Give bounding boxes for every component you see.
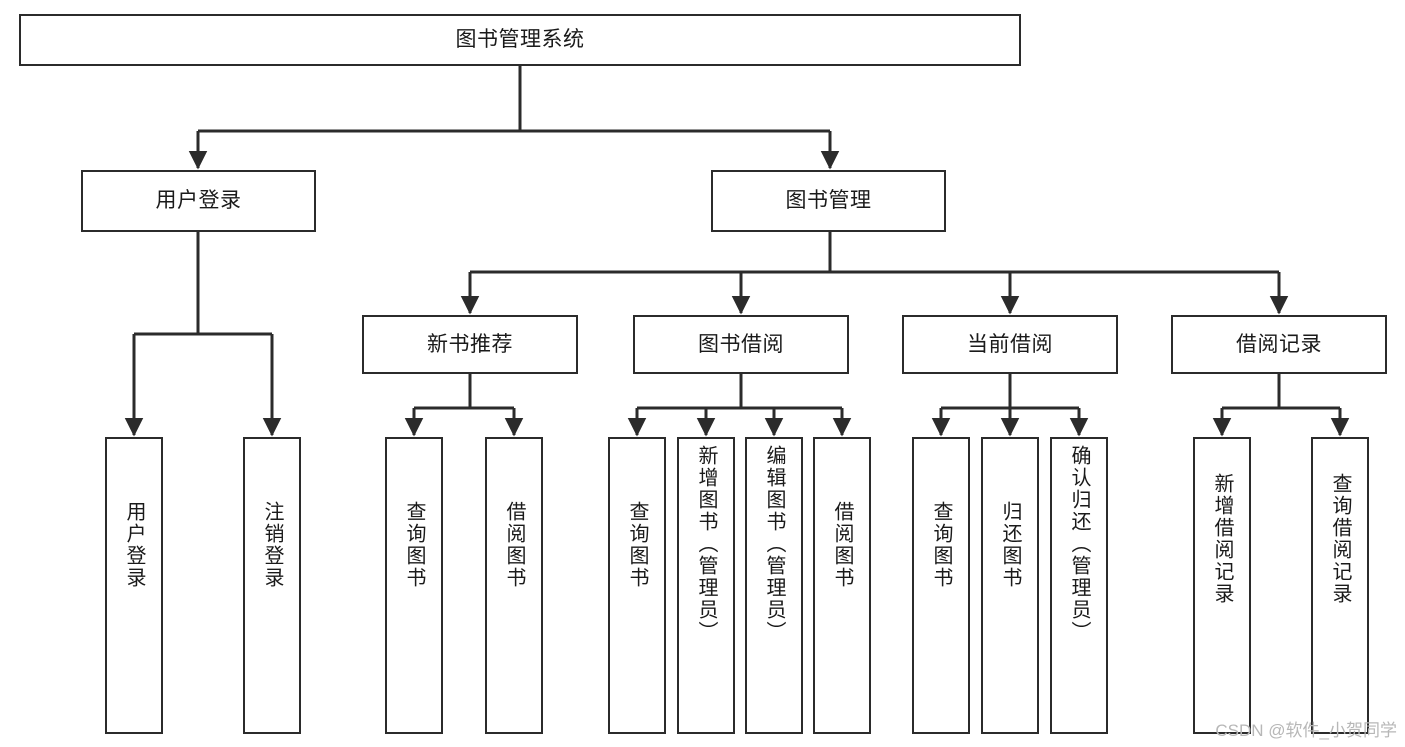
node-leaf-query-record-label: 查询借阅记录 (1329, 473, 1351, 605)
node-leaf-query-book-1-label: 查询图书 (403, 501, 425, 589)
node-book-borrow[interactable]: 图书借阅 (633, 315, 849, 374)
node-leaf-confirm-return[interactable]: 确认归还（管理员） (1050, 437, 1108, 734)
node-leaf-user-logout-label: 注销登录 (261, 501, 283, 589)
node-leaf-query-book-1[interactable]: 查询图书 (385, 437, 443, 734)
node-new-book-rec[interactable]: 新书推荐 (362, 315, 578, 374)
node-leaf-add-book-label: 新增图书（管理员） (695, 445, 717, 643)
node-leaf-query-book-3-label: 查询图书 (930, 501, 952, 589)
node-leaf-return-book-label: 归还图书 (999, 501, 1021, 589)
node-book-manage[interactable]: 图书管理 (711, 170, 946, 232)
node-leaf-borrow-book-1[interactable]: 借阅图书 (485, 437, 543, 734)
node-leaf-user-login-label: 用户登录 (123, 501, 145, 589)
node-leaf-query-book-2[interactable]: 查询图书 (608, 437, 666, 734)
node-borrow-record[interactable]: 借阅记录 (1171, 315, 1387, 374)
node-current-borrow[interactable]: 当前借阅 (902, 315, 1118, 374)
node-leaf-add-book[interactable]: 新增图书（管理员） (677, 437, 735, 734)
node-leaf-edit-book-label: 编辑图书（管理员） (763, 445, 785, 643)
node-leaf-borrow-book-2-label: 借阅图书 (831, 501, 853, 589)
node-user-login-label: 用户登录 (155, 189, 242, 213)
node-borrow-record-label: 借阅记录 (1236, 332, 1322, 356)
node-leaf-query-book-3[interactable]: 查询图书 (912, 437, 970, 734)
node-book-borrow-label: 图书借阅 (698, 332, 784, 356)
node-root[interactable]: 图书管理系统 (19, 14, 1021, 66)
node-leaf-confirm-return-label: 确认归还（管理员） (1068, 445, 1090, 643)
node-leaf-borrow-book-2[interactable]: 借阅图书 (813, 437, 871, 734)
node-leaf-add-record[interactable]: 新增借阅记录 (1193, 437, 1251, 734)
node-new-book-rec-label: 新书推荐 (427, 332, 513, 356)
node-leaf-user-login[interactable]: 用户登录 (105, 437, 163, 734)
node-current-borrow-label: 当前借阅 (967, 332, 1053, 356)
node-user-login[interactable]: 用户登录 (81, 170, 316, 232)
node-leaf-edit-book[interactable]: 编辑图书（管理员） (745, 437, 803, 734)
node-book-manage-label: 图书管理 (785, 189, 872, 213)
node-leaf-query-book-2-label: 查询图书 (626, 501, 648, 589)
node-leaf-borrow-book-1-label: 借阅图书 (503, 501, 525, 589)
node-leaf-query-record[interactable]: 查询借阅记录 (1311, 437, 1369, 734)
node-leaf-add-record-label: 新增借阅记录 (1211, 473, 1233, 605)
node-root-label: 图书管理系统 (455, 28, 585, 52)
node-leaf-return-book[interactable]: 归还图书 (981, 437, 1039, 734)
node-leaf-user-logout[interactable]: 注销登录 (243, 437, 301, 734)
